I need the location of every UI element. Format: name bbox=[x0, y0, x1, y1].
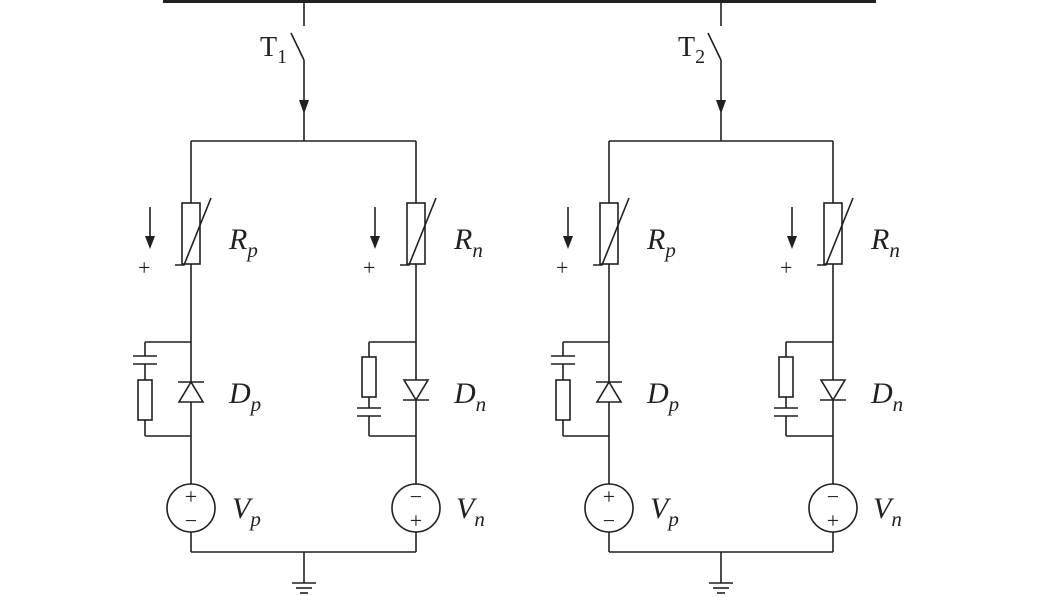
converter-unit-1: T1 + Rp Dp bbox=[133, 0, 486, 594]
diode-label-dp: Dp bbox=[228, 377, 261, 416]
ground-symbol bbox=[291, 551, 317, 594]
diode-dn bbox=[402, 379, 430, 401]
varistor-rn bbox=[786, 197, 854, 266]
varistor-label-rp: Rp bbox=[646, 223, 676, 262]
negative-branch: + Rn Dn − + Vn bbox=[774, 141, 903, 552]
varistor-label-rp: Rp bbox=[228, 223, 258, 262]
source-top-sign: − bbox=[410, 484, 422, 509]
positive-branch: + Rp Dp + − Vp bbox=[551, 141, 679, 552]
diode-dp bbox=[177, 381, 205, 403]
switch-label-t1: T1 bbox=[260, 32, 287, 68]
varistor-polarity-sign: + bbox=[363, 255, 375, 280]
varistor-rn bbox=[369, 197, 437, 266]
diode-dn bbox=[819, 379, 847, 401]
source-bottom-sign: − bbox=[603, 508, 615, 533]
varistor-rp bbox=[144, 197, 212, 266]
varistor-label-rn: Rn bbox=[453, 223, 483, 262]
snubber-resistor bbox=[778, 356, 794, 398]
positive-branch: + Rp Dp + − Vp bbox=[133, 141, 261, 552]
snubber-resistor bbox=[361, 356, 377, 398]
switch-t2 bbox=[707, 0, 727, 142]
source-bottom-sign: + bbox=[827, 508, 839, 533]
switch-label-t2: T2 bbox=[678, 32, 705, 68]
source-top-sign: + bbox=[603, 484, 615, 509]
source-label-vn: Vn bbox=[456, 492, 485, 531]
ground-symbol bbox=[708, 551, 734, 594]
varistor-label-rn: Rn bbox=[870, 223, 900, 262]
diode-label-dp: Dp bbox=[646, 377, 679, 416]
source-label-vn: Vn bbox=[873, 492, 902, 531]
source-label-vp: Vp bbox=[232, 492, 261, 531]
source-bottom-sign: + bbox=[410, 508, 422, 533]
diode-label-dn: Dn bbox=[870, 377, 903, 416]
source-top-sign: − bbox=[827, 484, 839, 509]
varistor-polarity-sign: + bbox=[780, 255, 792, 280]
varistor-polarity-sign: + bbox=[138, 255, 150, 280]
diode-label-dn: Dn bbox=[453, 377, 486, 416]
snubber-resistor bbox=[137, 379, 153, 421]
switch-t1 bbox=[290, 0, 310, 142]
varistor-polarity-sign: + bbox=[556, 255, 568, 280]
negative-branch: + Rn Dn − + Vn bbox=[357, 141, 486, 552]
varistor-rp bbox=[562, 197, 630, 266]
source-top-sign: + bbox=[185, 484, 197, 509]
source-bottom-sign: − bbox=[185, 508, 197, 533]
snubber-resistor bbox=[555, 379, 571, 421]
converter-unit-2: T2 + Rp Dp + bbox=[551, 0, 903, 594]
source-label-vp: Vp bbox=[650, 492, 679, 531]
diode-dp bbox=[595, 381, 623, 403]
